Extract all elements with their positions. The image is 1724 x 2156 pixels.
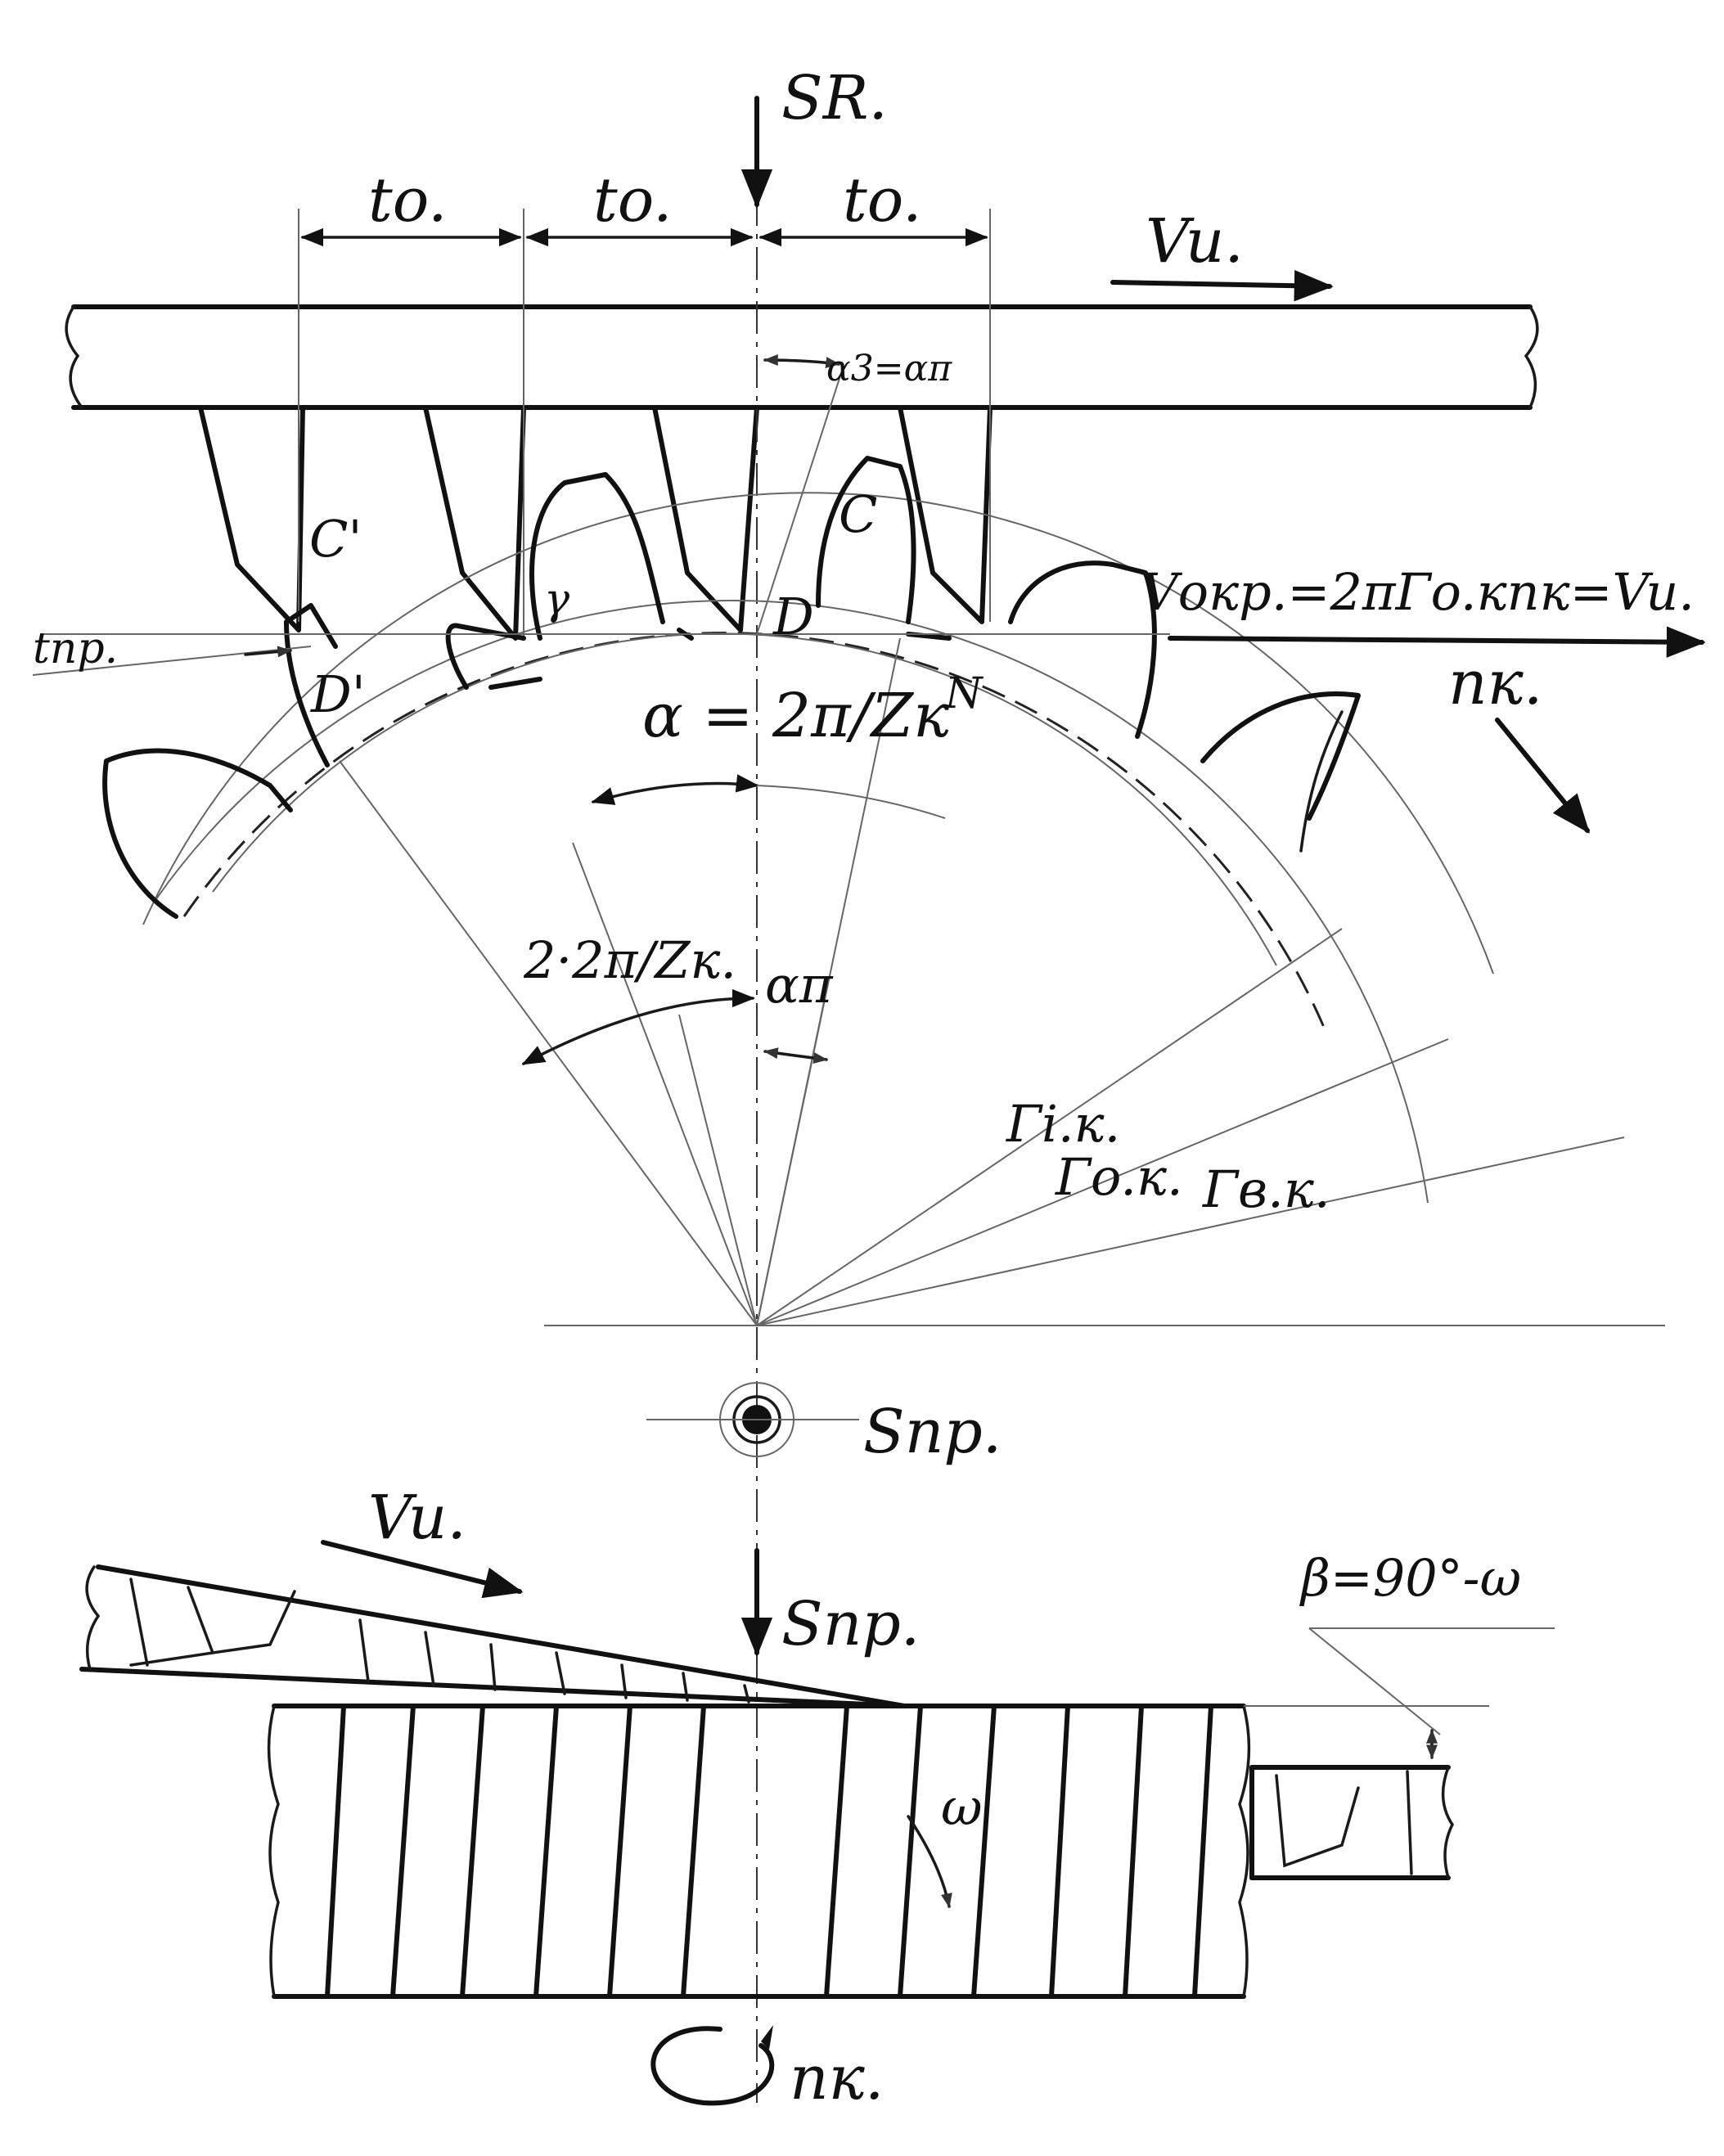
label-t0-1: to. bbox=[368, 165, 448, 236]
bottom-rotation-arrow bbox=[650, 2026, 775, 2106]
side-view bbox=[79, 1564, 1455, 1999]
label-n-k-bottom: nк. bbox=[790, 2043, 884, 2113]
label-two-alpha: 2·2π/Zк. bbox=[523, 930, 736, 990]
label-omega: ω bbox=[941, 1777, 983, 1837]
gear-rotation-arrow bbox=[1495, 718, 1591, 834]
label-v-okr: Vокр.=2πΓo.кnк=Vu. bbox=[1141, 562, 1695, 622]
angle-alpha-arc bbox=[591, 774, 759, 805]
radial-lines bbox=[339, 637, 1625, 1326]
label-t0-3: to. bbox=[843, 165, 922, 236]
angle-alpha-pi-arc bbox=[763, 1047, 828, 1064]
label-alpha-pi: απ bbox=[765, 955, 834, 1015]
label-gamma: γ bbox=[544, 575, 570, 624]
label-r-bk: Γв.к. bbox=[1202, 1159, 1330, 1219]
axial-feed-symbol bbox=[646, 1382, 859, 1457]
omega-arc bbox=[907, 1815, 952, 1908]
label-v-u-bottom: Vu. bbox=[368, 1483, 466, 1553]
pitch-dimensions bbox=[298, 209, 991, 638]
label-alpha-equation: α = 2π/Zк bbox=[642, 681, 950, 751]
rack-velocity-arrow bbox=[1110, 269, 1334, 302]
label-s-pr-top: Sпр. bbox=[863, 1397, 1002, 1467]
label-n-k-top: nк. bbox=[1448, 648, 1542, 718]
label-v-u-top: Vu. bbox=[1146, 206, 1244, 277]
peripheral-velocity-arrow bbox=[1168, 626, 1706, 658]
label-c: C bbox=[839, 484, 877, 544]
label-d-prime: D' bbox=[310, 664, 366, 724]
label-r-ik: Γi.к. bbox=[1006, 1094, 1120, 1154]
label-t-pr: tпр. bbox=[33, 624, 118, 673]
angle-two-alpha-arc bbox=[521, 988, 755, 1065]
label-s-pr-bottom: Sпр. bbox=[781, 1589, 920, 1659]
label-n-point: N bbox=[943, 669, 984, 718]
label-s-r: SR. bbox=[781, 63, 888, 133]
label-t0-2: to. bbox=[593, 165, 673, 236]
label-d: D bbox=[772, 587, 814, 646]
label-r-ok: Γo.к. bbox=[1055, 1147, 1183, 1207]
gear-sector bbox=[102, 456, 1494, 1204]
rack-tool bbox=[65, 304, 1539, 641]
label-c-prime: C' bbox=[309, 509, 362, 569]
label-alpha-z: α3=απ bbox=[826, 348, 952, 389]
label-beta: β=90°-ω bbox=[1299, 1548, 1521, 1608]
bottom-velocity-arrow bbox=[321, 1540, 524, 1599]
